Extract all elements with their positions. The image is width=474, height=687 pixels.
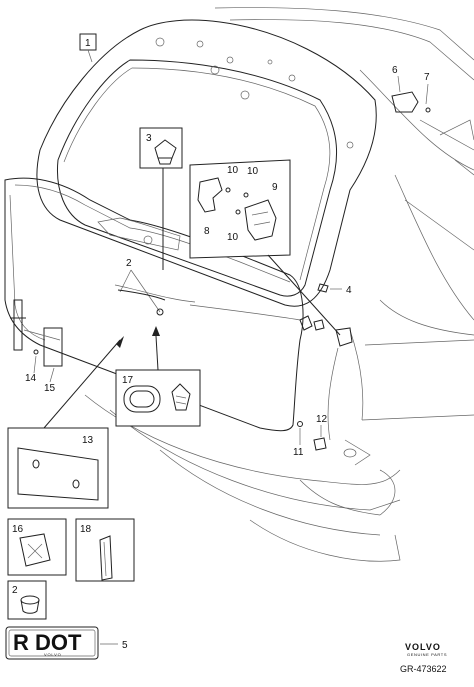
callout-7: 7 (424, 72, 430, 83)
plate-text: R DOT (13, 630, 82, 655)
upper-tailgate (36, 19, 377, 307)
reference-number: GR-473622 (400, 664, 447, 674)
part-16-box: 16 (7, 518, 67, 576)
callout-14: 14 (25, 373, 37, 384)
part-5-plate: R DOT VOLVO 5 (5, 626, 128, 660)
part-1-callout: 1 (79, 33, 97, 63)
callout-2b: 2 (12, 585, 18, 596)
part-2-grommet-box: 2 (7, 580, 47, 620)
part-3-box: 3 (139, 127, 183, 169)
callout-11: 11 (293, 447, 304, 458)
callout-18: 18 (80, 524, 92, 535)
plate-brand: VOLVO (44, 652, 62, 657)
leader-17 (155, 335, 159, 371)
callout-12: 12 (316, 414, 328, 425)
footer-brand: VOLVO GENUINE PARTS GR-473622 (400, 642, 447, 674)
part-hinge: 6 7 (391, 65, 431, 113)
brand-logo: VOLVO (405, 642, 441, 652)
part-17-box: 17 (115, 369, 201, 427)
callout-4: 4 (346, 285, 352, 296)
part-11-12: 11 12 (293, 414, 328, 458)
arrow-13 (116, 336, 124, 348)
callout-1: 1 (85, 38, 91, 49)
tailgate-bumps (155, 37, 354, 149)
part-4: 4 (317, 283, 352, 296)
callout-3: 3 (146, 133, 152, 144)
callout-6: 6 (392, 65, 398, 76)
callout-2: 2 (126, 258, 132, 269)
part-13-box: 13 (7, 427, 109, 509)
callout-16: 16 (12, 524, 24, 535)
car-body-outline (84, 7, 474, 562)
callout-10a: 10 (227, 165, 239, 176)
callout-13: 13 (82, 435, 94, 446)
callout-10b: 10 (247, 166, 259, 177)
callout-8: 8 (204, 226, 210, 237)
leader-13 (43, 339, 121, 429)
part-latch-box: 10 10 9 8 10 (189, 159, 291, 259)
callout-17: 17 (122, 375, 134, 386)
arrow-17 (152, 326, 160, 336)
leader-latch (267, 254, 341, 336)
callout-10c: 10 (227, 232, 239, 243)
callout-5: 5 (122, 640, 128, 651)
part-14-15: 14 15 (10, 299, 63, 394)
latch-parts-right (299, 315, 353, 441)
part-18-box: 18 (75, 518, 135, 582)
brand-subtitle: GENUINE PARTS (407, 652, 447, 657)
callout-9: 9 (272, 182, 278, 193)
part-2-handle: 2 (117, 258, 166, 316)
callout-15: 15 (44, 383, 56, 394)
